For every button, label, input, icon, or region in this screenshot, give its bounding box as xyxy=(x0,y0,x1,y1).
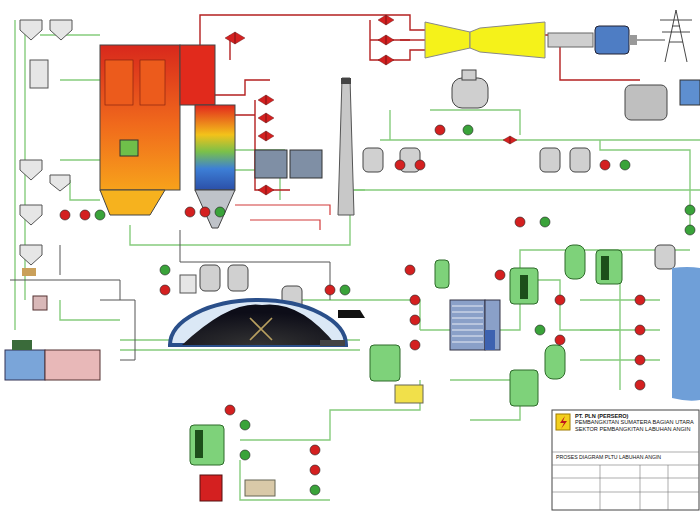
title-text: PT. PLN (PERSERO) xyxy=(575,413,695,419)
title-text: PEMBANGKITAN SUMATERA BAGIAN UTARA xyxy=(575,419,695,425)
title-block: PT. PLN (PERSERO)PEMBANGKITAN SUMATERA B… xyxy=(573,412,697,434)
title-text: SEKTOR PEMBANGKITAN LABUHAN ANGIN xyxy=(575,426,695,432)
drawing-title: PROSES DIAGRAM PLTU LABUHAN ANGIN xyxy=(556,455,696,461)
